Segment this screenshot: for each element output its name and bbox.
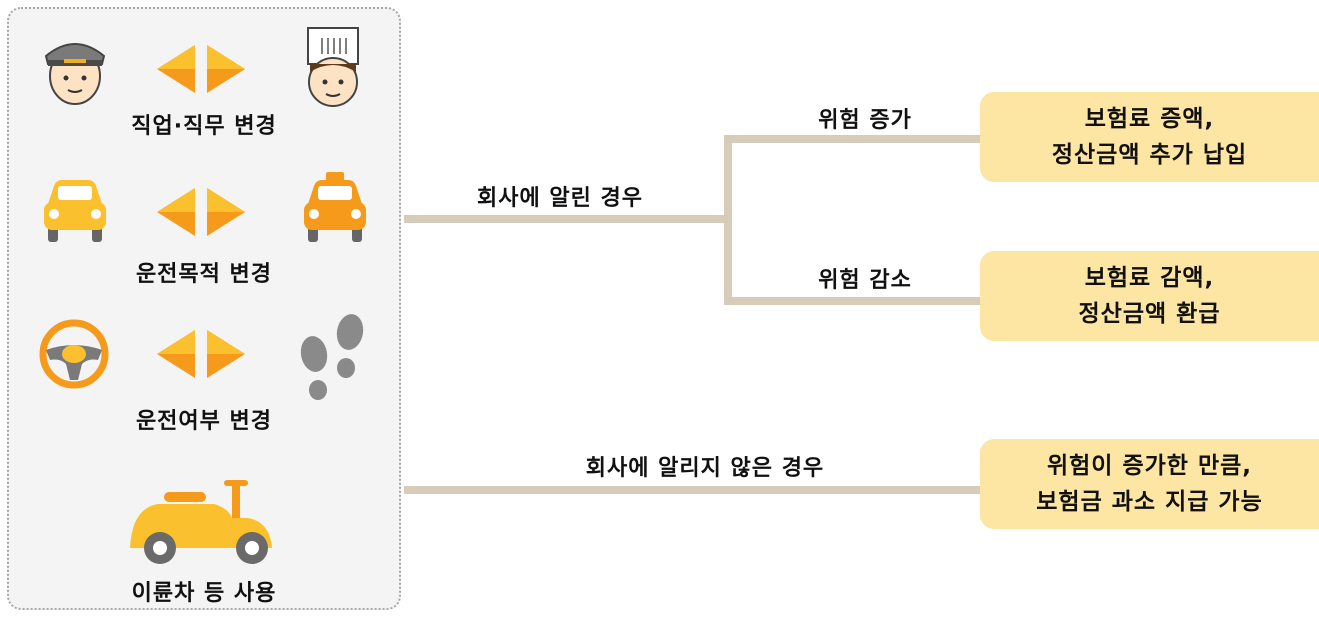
result-line: 정산금액 추가 납입 [1051,142,1248,168]
category-label-two-wheeler: 이륜차 등 사용 [131,581,277,606]
result-premium-increase: 보험료 증액, 정산금액 추가 납입 [980,92,1319,182]
branch-label-not-informed: 회사에 알리지 않은 경우 [585,456,825,481]
bidirectional-arrows-icon [157,45,245,93]
steering-wheel-icon [39,319,109,389]
conductor-face-icon [44,43,106,105]
branch-label-risk-increase: 위험 증가 [818,108,912,133]
scooter-icon [130,480,272,564]
car-icon [44,180,106,242]
result-line: 보험금 과소 지급 가능 [1036,489,1263,515]
result-line: 정산금액 환급 [1078,301,1221,327]
chef-face-icon [307,27,359,107]
category-label-occupation: 직업·직무 변경 [131,114,277,139]
branch-label-informed: 회사에 알린 경우 [477,186,643,211]
footprints-icon [300,314,364,400]
bidirectional-arrows-icon [157,188,245,236]
category-label-driving-status: 운전여부 변경 [135,409,273,434]
bidirectional-arrows-icon [157,330,245,378]
taxi-icon [304,172,366,242]
result-line: 보험료 감액, [1084,265,1215,291]
branch-label-risk-decrease: 위험 감소 [818,268,912,293]
result-underpayment: 위험이 증가한 만큼, 보험금 과소 지급 가능 [980,439,1319,529]
result-line: 보험료 증액, [1084,106,1215,132]
result-premium-decrease: 보험료 감액, 정산금액 환급 [980,251,1319,341]
category-label-driving-purpose: 운전목적 변경 [135,262,273,287]
result-line: 위험이 증가한 만큼, [1046,453,1253,479]
